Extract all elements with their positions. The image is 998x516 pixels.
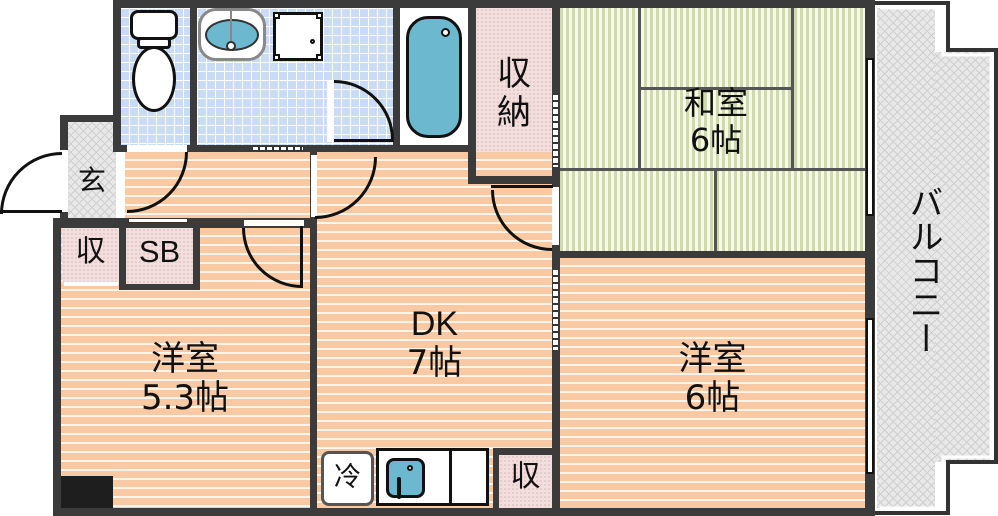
wall-toilet-left <box>113 0 121 152</box>
kitchen-counter <box>376 448 489 506</box>
wall-closet-bottom <box>119 284 200 290</box>
western-room-right <box>560 258 865 508</box>
bath-door-base <box>334 139 394 142</box>
western-left-door-frame <box>244 220 304 226</box>
wall-bottom <box>53 508 875 516</box>
wall-top <box>113 0 875 8</box>
wall-sb-right <box>193 218 200 290</box>
entrance-door-frame <box>60 150 68 212</box>
wall-bath-right <box>468 0 476 184</box>
western-left-door-leaf <box>300 226 303 288</box>
wall-bath-left <box>393 0 400 150</box>
washing-machine-icon <box>273 12 323 61</box>
sink-icon <box>198 8 266 61</box>
western-right-label: 洋室 6帖 <box>678 339 747 419</box>
western-right-window[interactable] <box>866 318 874 474</box>
shoe-box-fill <box>126 228 193 284</box>
tatami-line <box>714 169 717 251</box>
entrance-door-leaf <box>0 210 62 213</box>
jroom-sliding-door[interactable] <box>553 95 558 167</box>
shoe-box-label: SB <box>138 234 181 269</box>
wall-storage-bottom <box>468 176 560 184</box>
dk-label: DK 7帖 <box>406 305 463 384</box>
wall-exterior-right <box>865 0 875 516</box>
wall-jroom-bottom <box>552 251 875 258</box>
wall-entrance-top <box>60 115 120 122</box>
entrance-label: 玄 <box>77 164 106 197</box>
sb-door[interactable] <box>128 218 188 223</box>
wall-dk-left <box>310 145 317 516</box>
jroom-label: 和室 6帖 <box>683 84 748 159</box>
closet-door[interactable] <box>64 282 118 286</box>
wall-toilet-right <box>190 0 197 150</box>
storage-label: 収 納 <box>497 54 531 134</box>
closet-label: 収 <box>75 234 106 269</box>
wall-closet-divider <box>119 218 126 284</box>
western-right-sliding-door[interactable] <box>553 270 558 350</box>
bathtub-icon <box>406 16 462 138</box>
entrance-area <box>68 122 116 218</box>
western-left-label: 洋室 5.3帖 <box>140 339 230 419</box>
tatami-line <box>640 87 792 90</box>
wall-kstorage-left <box>493 448 499 508</box>
jroom-door-frame <box>552 187 559 245</box>
closet-small-fill <box>62 228 119 284</box>
washroom-sliding-door[interactable] <box>252 146 304 151</box>
storage-room <box>476 8 552 176</box>
kitchen-storage <box>499 455 552 508</box>
bath-door-frame <box>327 80 334 142</box>
refrigerator-label: 冷 <box>334 462 361 493</box>
toilet-icon <box>130 10 178 112</box>
balcony-outline <box>875 1 998 515</box>
jroom-window[interactable] <box>866 58 874 216</box>
wall-left <box>53 218 61 516</box>
refrigerator-space: 冷 <box>321 451 374 506</box>
tatami-line <box>791 8 794 169</box>
toilet-door-frame <box>127 145 187 152</box>
stove-space <box>449 451 452 503</box>
balcony-label: バルコニー <box>903 185 943 355</box>
pillar-corner <box>61 476 113 508</box>
tatami-line <box>560 168 865 171</box>
tatami-line <box>638 8 641 169</box>
wall-hall-bottom <box>53 218 317 228</box>
jroom-door-leaf <box>491 185 553 188</box>
wall-kstorage-top <box>493 448 553 455</box>
balcony <box>877 8 935 508</box>
kitchen-storage-label: 収 <box>510 459 541 494</box>
dk-door-frame <box>311 155 317 217</box>
kitchen-sink-icon <box>386 458 425 499</box>
japanese-room <box>560 8 865 251</box>
balcony-wide <box>935 52 990 462</box>
